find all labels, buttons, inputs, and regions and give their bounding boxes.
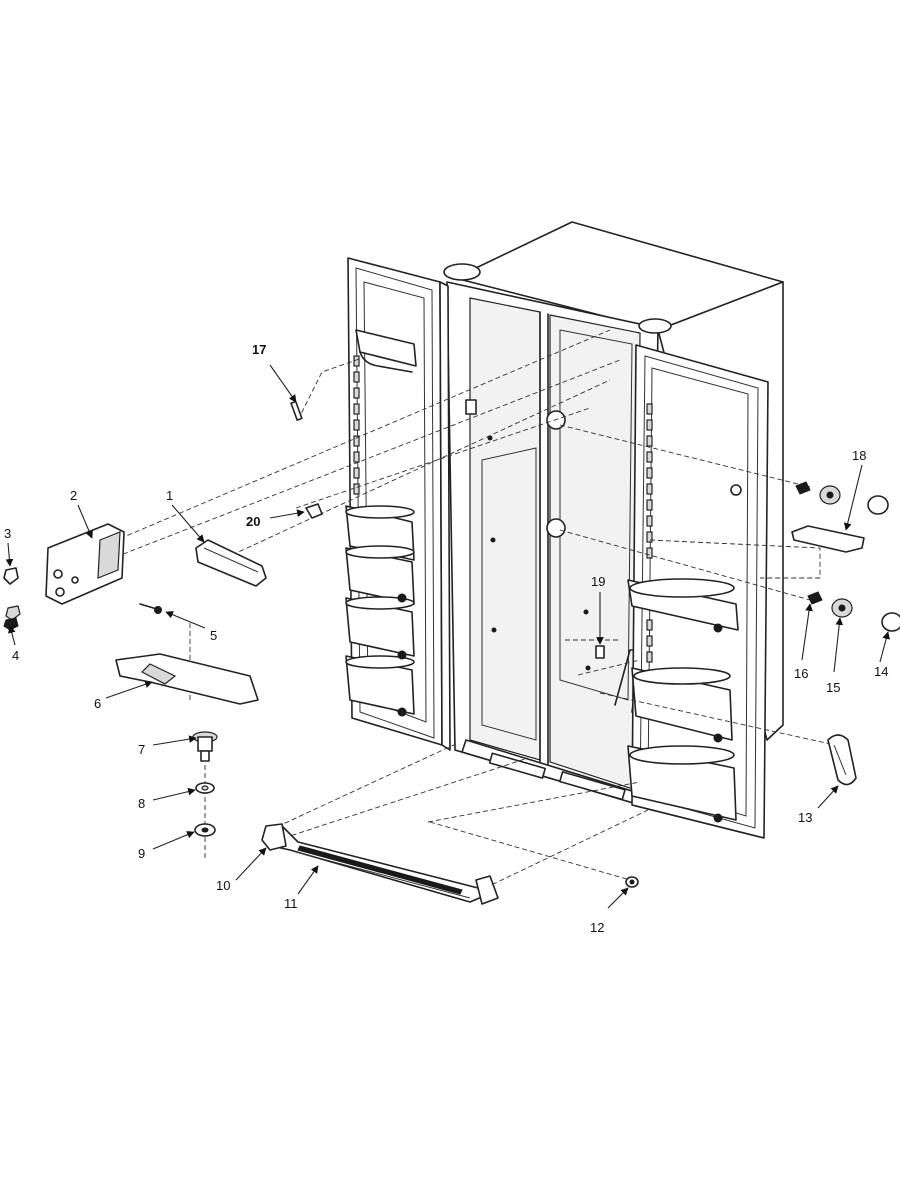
part-grille-right-end (475, 875, 499, 905)
callout-17: 17 (252, 342, 266, 357)
fresh-food-door-rack-holes (646, 403, 653, 663)
callout-5: 5 (210, 628, 217, 643)
callout-4: 4 (12, 648, 19, 663)
callout-19: 19 (591, 574, 605, 589)
explode-lines (97, 329, 836, 889)
part-8-washer (195, 782, 215, 794)
callout-13: 13 (798, 810, 812, 825)
part-17-pin (290, 400, 303, 421)
callout-10: 10 (216, 878, 230, 893)
part-16-screw (795, 481, 823, 605)
callout-18: 18 (852, 448, 866, 463)
callout-7: 7 (138, 742, 145, 757)
callout-labels: 1 2 3 4 5 6 7 8 9 10 11 12 13 14 15 16 1… (4, 342, 888, 935)
callout-8: 8 (138, 796, 145, 811)
fresh-food-door (627, 344, 769, 839)
freezer-door (345, 257, 451, 751)
callout-14: 14 (874, 664, 888, 679)
part-15-bearing (819, 485, 853, 618)
part-3-clip (3, 567, 19, 585)
part-6-tray (115, 653, 259, 705)
part-2-bracket (45, 523, 125, 605)
part-5-screw (139, 603, 162, 614)
part-1-handle (195, 539, 267, 587)
leader-lines (5, 364, 890, 909)
part-13-hinge-cover (827, 734, 857, 786)
freezer-door-rack-holes (353, 355, 360, 495)
part-4-clip (3, 605, 21, 631)
callout-6: 6 (94, 696, 101, 711)
callout-3: 3 (4, 526, 11, 541)
callout-16: 16 (794, 666, 808, 681)
callout-2: 2 (70, 488, 77, 503)
part-10-grille-end (261, 823, 287, 851)
callout-20: 20 (246, 514, 260, 529)
callout-11: 11 (284, 896, 298, 911)
part-12-screw (625, 876, 639, 888)
part-20-clip (305, 503, 323, 519)
part-9-spacer (194, 823, 216, 837)
callout-9: 9 (138, 846, 145, 861)
part-14-cap (867, 495, 900, 632)
part-7-leveler (192, 731, 218, 762)
part-18-bracket (791, 525, 865, 553)
callout-1: 1 (166, 488, 173, 503)
callout-15: 15 (826, 680, 840, 695)
callout-12: 12 (590, 920, 604, 935)
